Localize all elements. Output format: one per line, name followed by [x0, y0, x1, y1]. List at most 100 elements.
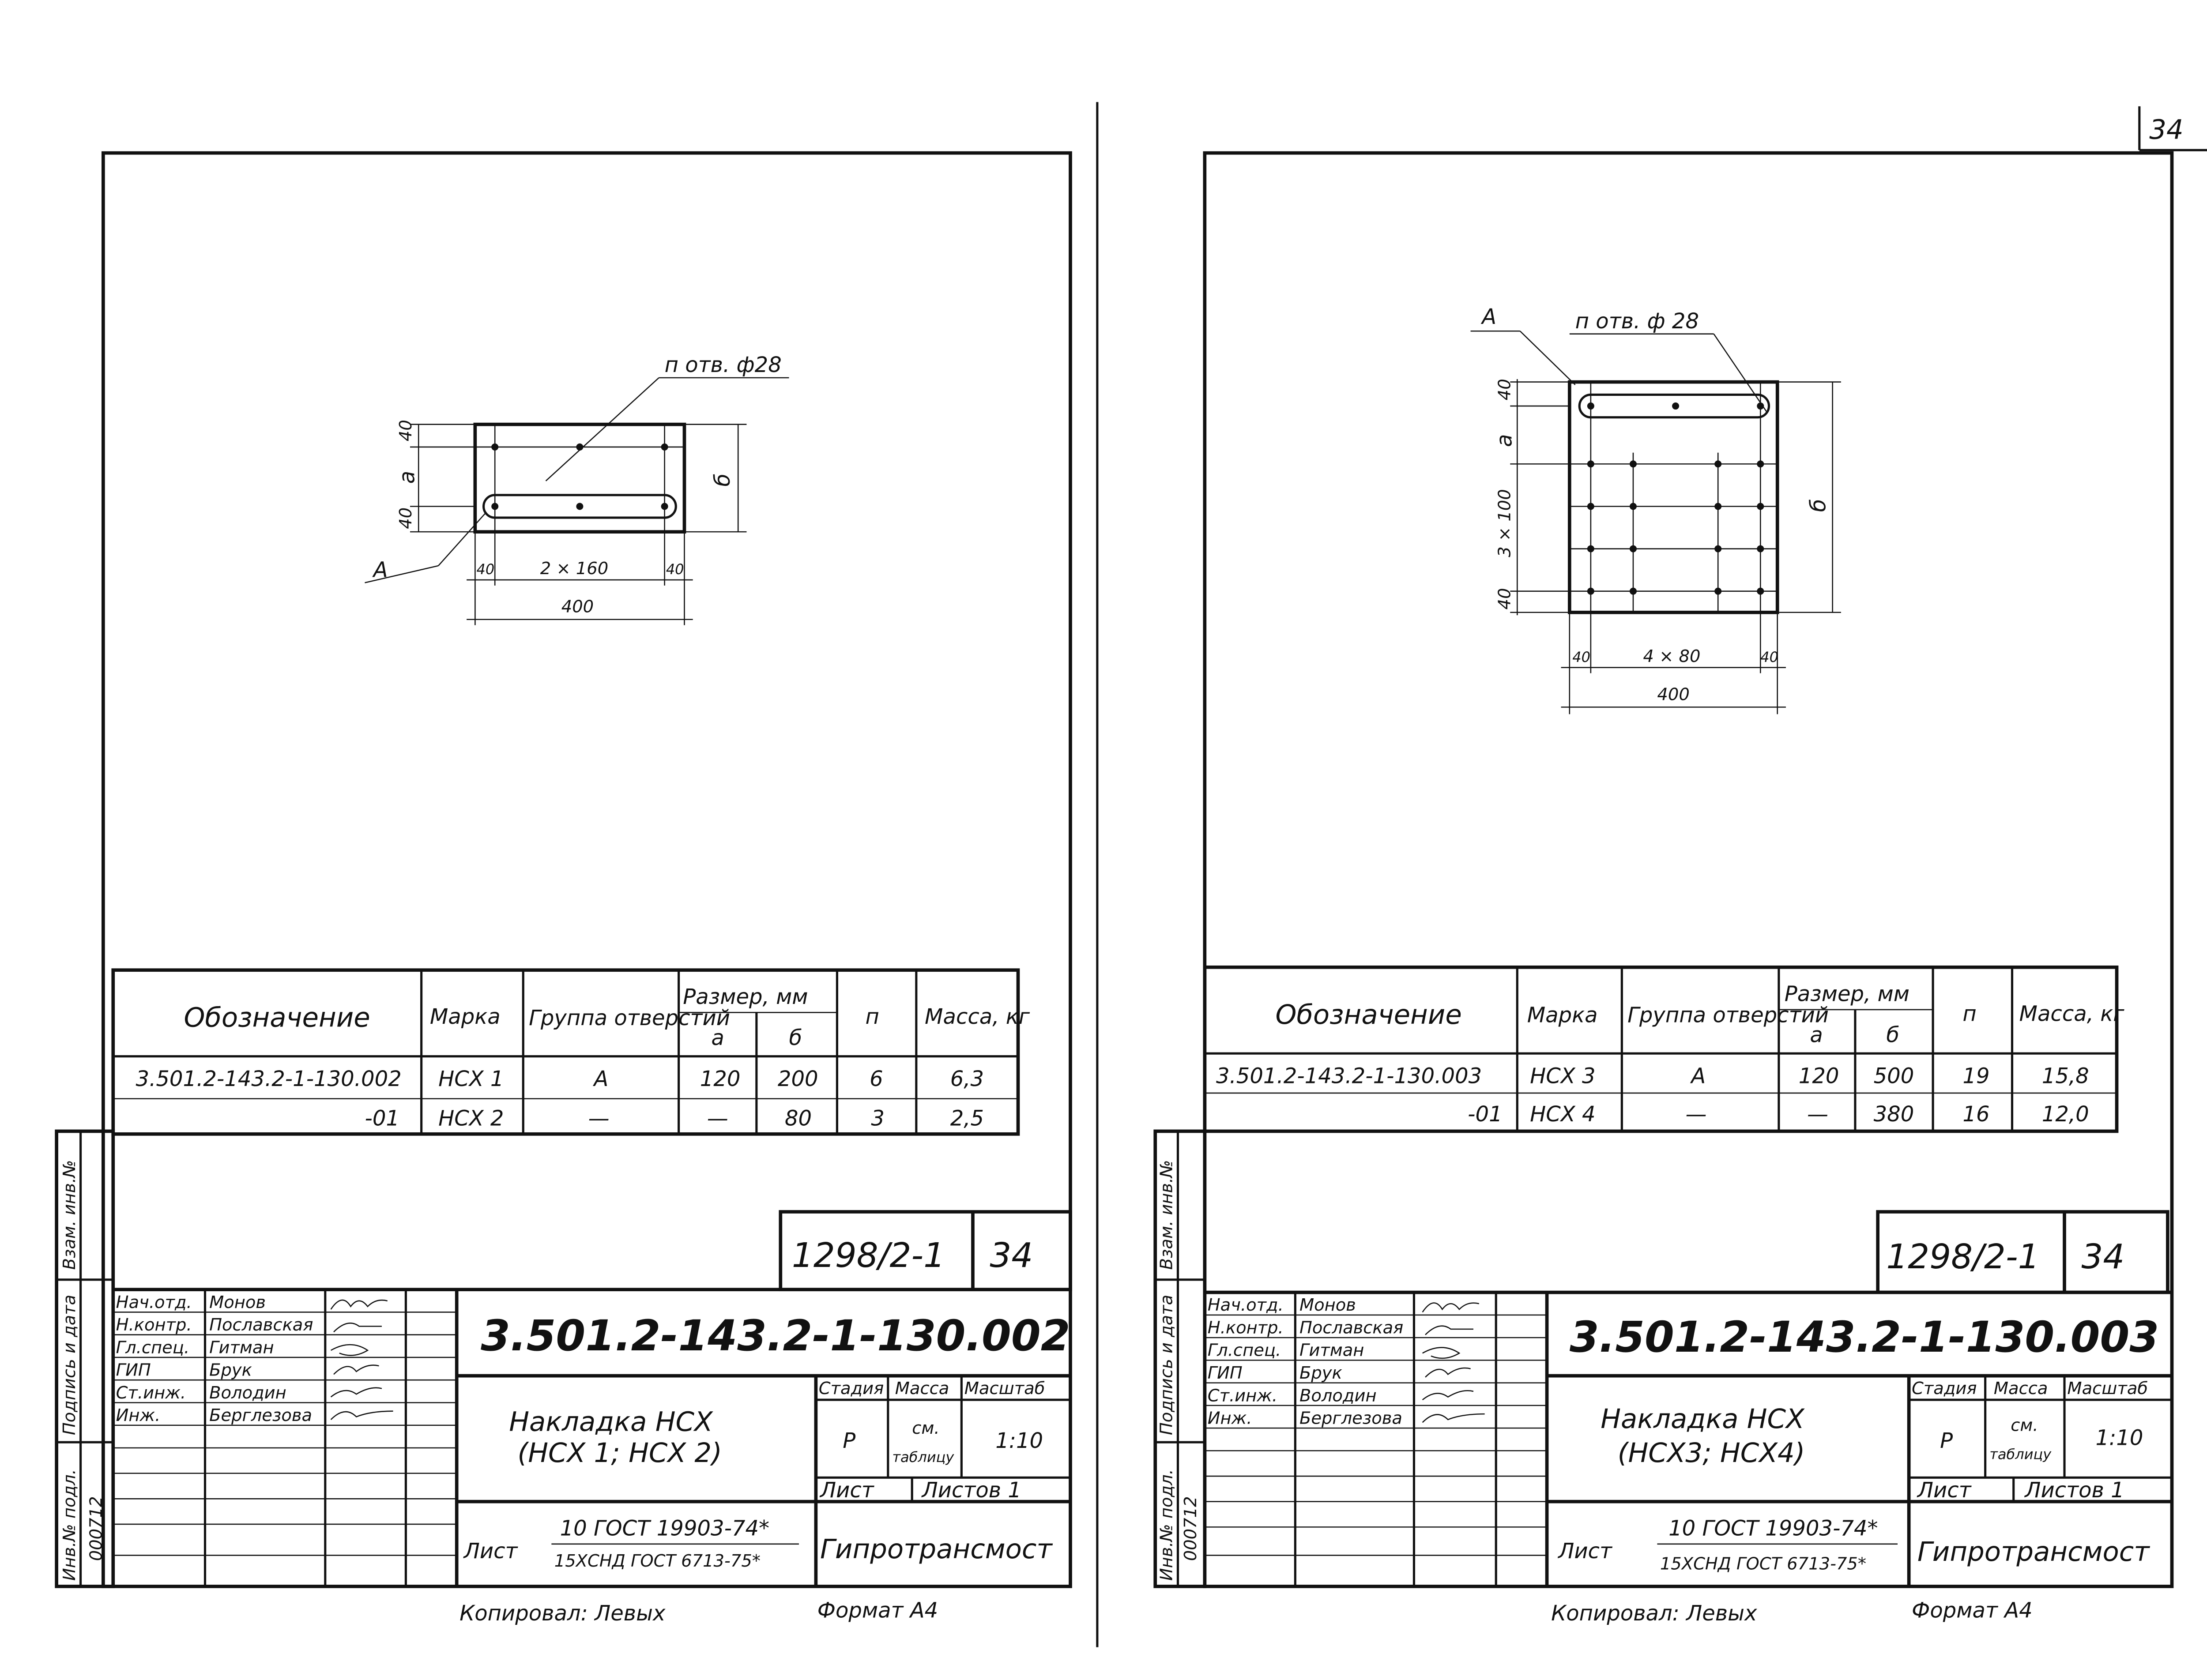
material-line2: 15ХСНД ГОСТ 6713-75*: [1660, 1554, 1866, 1574]
dim-top: 40: [396, 420, 416, 441]
table-row: 3.501.2-143.2-1-130.002 НСХ 1 А 120 200 …: [136, 1067, 984, 1091]
name-4: Брук: [1299, 1363, 1342, 1383]
row-code: -01: [1468, 1102, 1502, 1127]
role-3: Гл.спец.: [116, 1338, 190, 1357]
signatures: [330, 1299, 393, 1420]
row-mass: 2,5: [950, 1106, 984, 1131]
sheets-total: Листов 1: [2024, 1478, 2124, 1503]
mark-a-label: А: [1480, 304, 1496, 329]
name-3: Гитман: [1299, 1341, 1364, 1361]
header-size: Размер, мм: [1785, 982, 1909, 1007]
dim-right-edge: 40: [1760, 649, 1778, 665]
footer-format: Формат А4: [1912, 1598, 2033, 1623]
dim-pitch: 4 × 80: [1643, 646, 1700, 666]
header-group: Группа отверстий: [529, 1006, 730, 1030]
dim-a: а: [395, 471, 420, 484]
row-n: 3: [871, 1106, 885, 1131]
dim-width: 400: [1657, 684, 1689, 704]
stamp-replace-inv: Взам. инв.№: [1157, 1160, 1177, 1270]
title-block-right: 1298/2-1 34 Нач.отд.: [1205, 1210, 2172, 1586]
header-a: а: [1810, 1023, 1823, 1048]
role-2: Н.контр.: [1208, 1318, 1284, 1338]
header-n: п: [1962, 1002, 1976, 1026]
dim-b: б: [1806, 499, 1831, 512]
page-number: 34: [2149, 115, 2183, 146]
part-name-line1: Накладка НСХ: [509, 1407, 713, 1438]
project-number: 1298/2-1: [792, 1236, 945, 1275]
document-code[interactable]: 3.501.2-143.2-1-130.002: [481, 1311, 1070, 1361]
row-b: 380: [1874, 1102, 1914, 1127]
dim-left-edge: 40: [477, 561, 495, 578]
role-6: Инж.: [1208, 1409, 1252, 1428]
holes-label: п отв. ф28: [665, 353, 782, 377]
header-mass: Масса, кг: [925, 1004, 1030, 1029]
role-4: ГИП: [1208, 1363, 1243, 1383]
plate-drawing-nsx3: 40 а 3 × 100 40 б 40 4 × 80 40 400 п отв…: [1470, 304, 1841, 714]
row-mark: НСХ 2: [438, 1106, 504, 1131]
role-5: Ст.инж.: [1208, 1386, 1277, 1406]
header-b: б: [789, 1026, 802, 1050]
mass-value-line2: таблицу: [1989, 1446, 2052, 1463]
sheet-right: 40 а 3 × 100 40 б 40 4 × 80 40 400 п отв…: [1153, 151, 2174, 1626]
dim-top: 40: [1495, 379, 1514, 400]
title-block-left: 1298/2-1 34 Нач.отд.: [113, 1210, 1072, 1586]
dim-b: б: [710, 474, 735, 487]
footer-copied: Копировал: Левых: [459, 1601, 666, 1626]
organization: Гипротрансмост: [1917, 1537, 2150, 1567]
sheet-left: 40 а 40 б 40 2 × 160 40 400 п отв. ф28: [55, 151, 1072, 1626]
table-row: 3.501.2-143.2-1-130.003 НСХ 3 А 120 500 …: [1216, 1064, 2089, 1088]
row-b: 80: [785, 1106, 812, 1131]
signatures: [1422, 1302, 1485, 1423]
sheet-header: Лист: [819, 1478, 875, 1503]
row-a: —: [1807, 1102, 1828, 1127]
header-designation: Обозначение: [184, 1002, 370, 1033]
row-n: 19: [1962, 1064, 1989, 1088]
name-6: Берглезова: [209, 1406, 312, 1425]
material-label: Лист: [1557, 1539, 1613, 1563]
mass-value-line1: см.: [2011, 1416, 2038, 1436]
sheets-total: Листов 1: [921, 1478, 1021, 1503]
mass-header: Масса: [895, 1379, 949, 1398]
row-group: —: [588, 1106, 610, 1131]
material-line1: 10 ГОСТ 19903-74*: [560, 1516, 770, 1541]
header-designation: Обозначение: [1276, 1000, 1462, 1030]
name-2: Пославская: [1299, 1318, 1403, 1338]
row-code: 3.501.2-143.2-1-130.002: [136, 1067, 402, 1091]
project-number: 1298/2-1: [1886, 1237, 2039, 1277]
scale-value: 1:10: [2096, 1426, 2143, 1451]
role-5: Ст.инж.: [116, 1383, 186, 1403]
mark-a-label: А: [372, 558, 388, 583]
header-a: а: [711, 1026, 724, 1050]
role-1: Нач.отд.: [116, 1293, 192, 1312]
stamp-inv-number: 000712: [87, 1496, 106, 1561]
stamp-sign-date: Подпись и дата: [1157, 1295, 1177, 1435]
stage-header: Стадия: [1912, 1379, 1977, 1398]
part-name-line2: (НСХ3; НСХ4): [1618, 1438, 1805, 1469]
header-group: Группа отверстий: [1627, 1003, 1829, 1028]
role-1: Нач.отд.: [1208, 1295, 1284, 1315]
document-code[interactable]: 3.501.2-143.2-1-130.003: [1570, 1312, 2159, 1362]
name-5: Володин: [209, 1383, 286, 1403]
role-6: Инж.: [116, 1406, 161, 1425]
stamp-orig-inv: Инв.№ подл.: [1157, 1469, 1177, 1581]
dim-right-edge: 40: [666, 561, 684, 578]
dim-pitch-vertical: 3 × 100: [1495, 489, 1514, 557]
stamp-inv-number: 000712: [1181, 1496, 1201, 1561]
stage-value: Р: [843, 1428, 855, 1453]
row-mark: НСХ 3: [1530, 1064, 1595, 1088]
footer-copied: Копировал: Левых: [1551, 1601, 1757, 1626]
role-2: Н.контр.: [116, 1315, 192, 1335]
stamp-orig-inv: Инв.№ подл.: [60, 1469, 79, 1581]
row-a: 120: [700, 1067, 741, 1091]
row-n: 6: [870, 1067, 883, 1091]
stage-header: Стадия: [819, 1379, 884, 1398]
part-name-line2: (НСХ 1; НСХ 2): [517, 1438, 722, 1469]
row-group: —: [1686, 1102, 1707, 1127]
row-code: -01: [365, 1106, 399, 1131]
name-2: Пославская: [209, 1315, 313, 1335]
role-4: ГИП: [116, 1361, 151, 1380]
material-line1: 10 ГОСТ 19903-74*: [1668, 1516, 1878, 1541]
row-mass: 6,3: [950, 1067, 984, 1091]
dim-a: а: [1492, 434, 1517, 447]
